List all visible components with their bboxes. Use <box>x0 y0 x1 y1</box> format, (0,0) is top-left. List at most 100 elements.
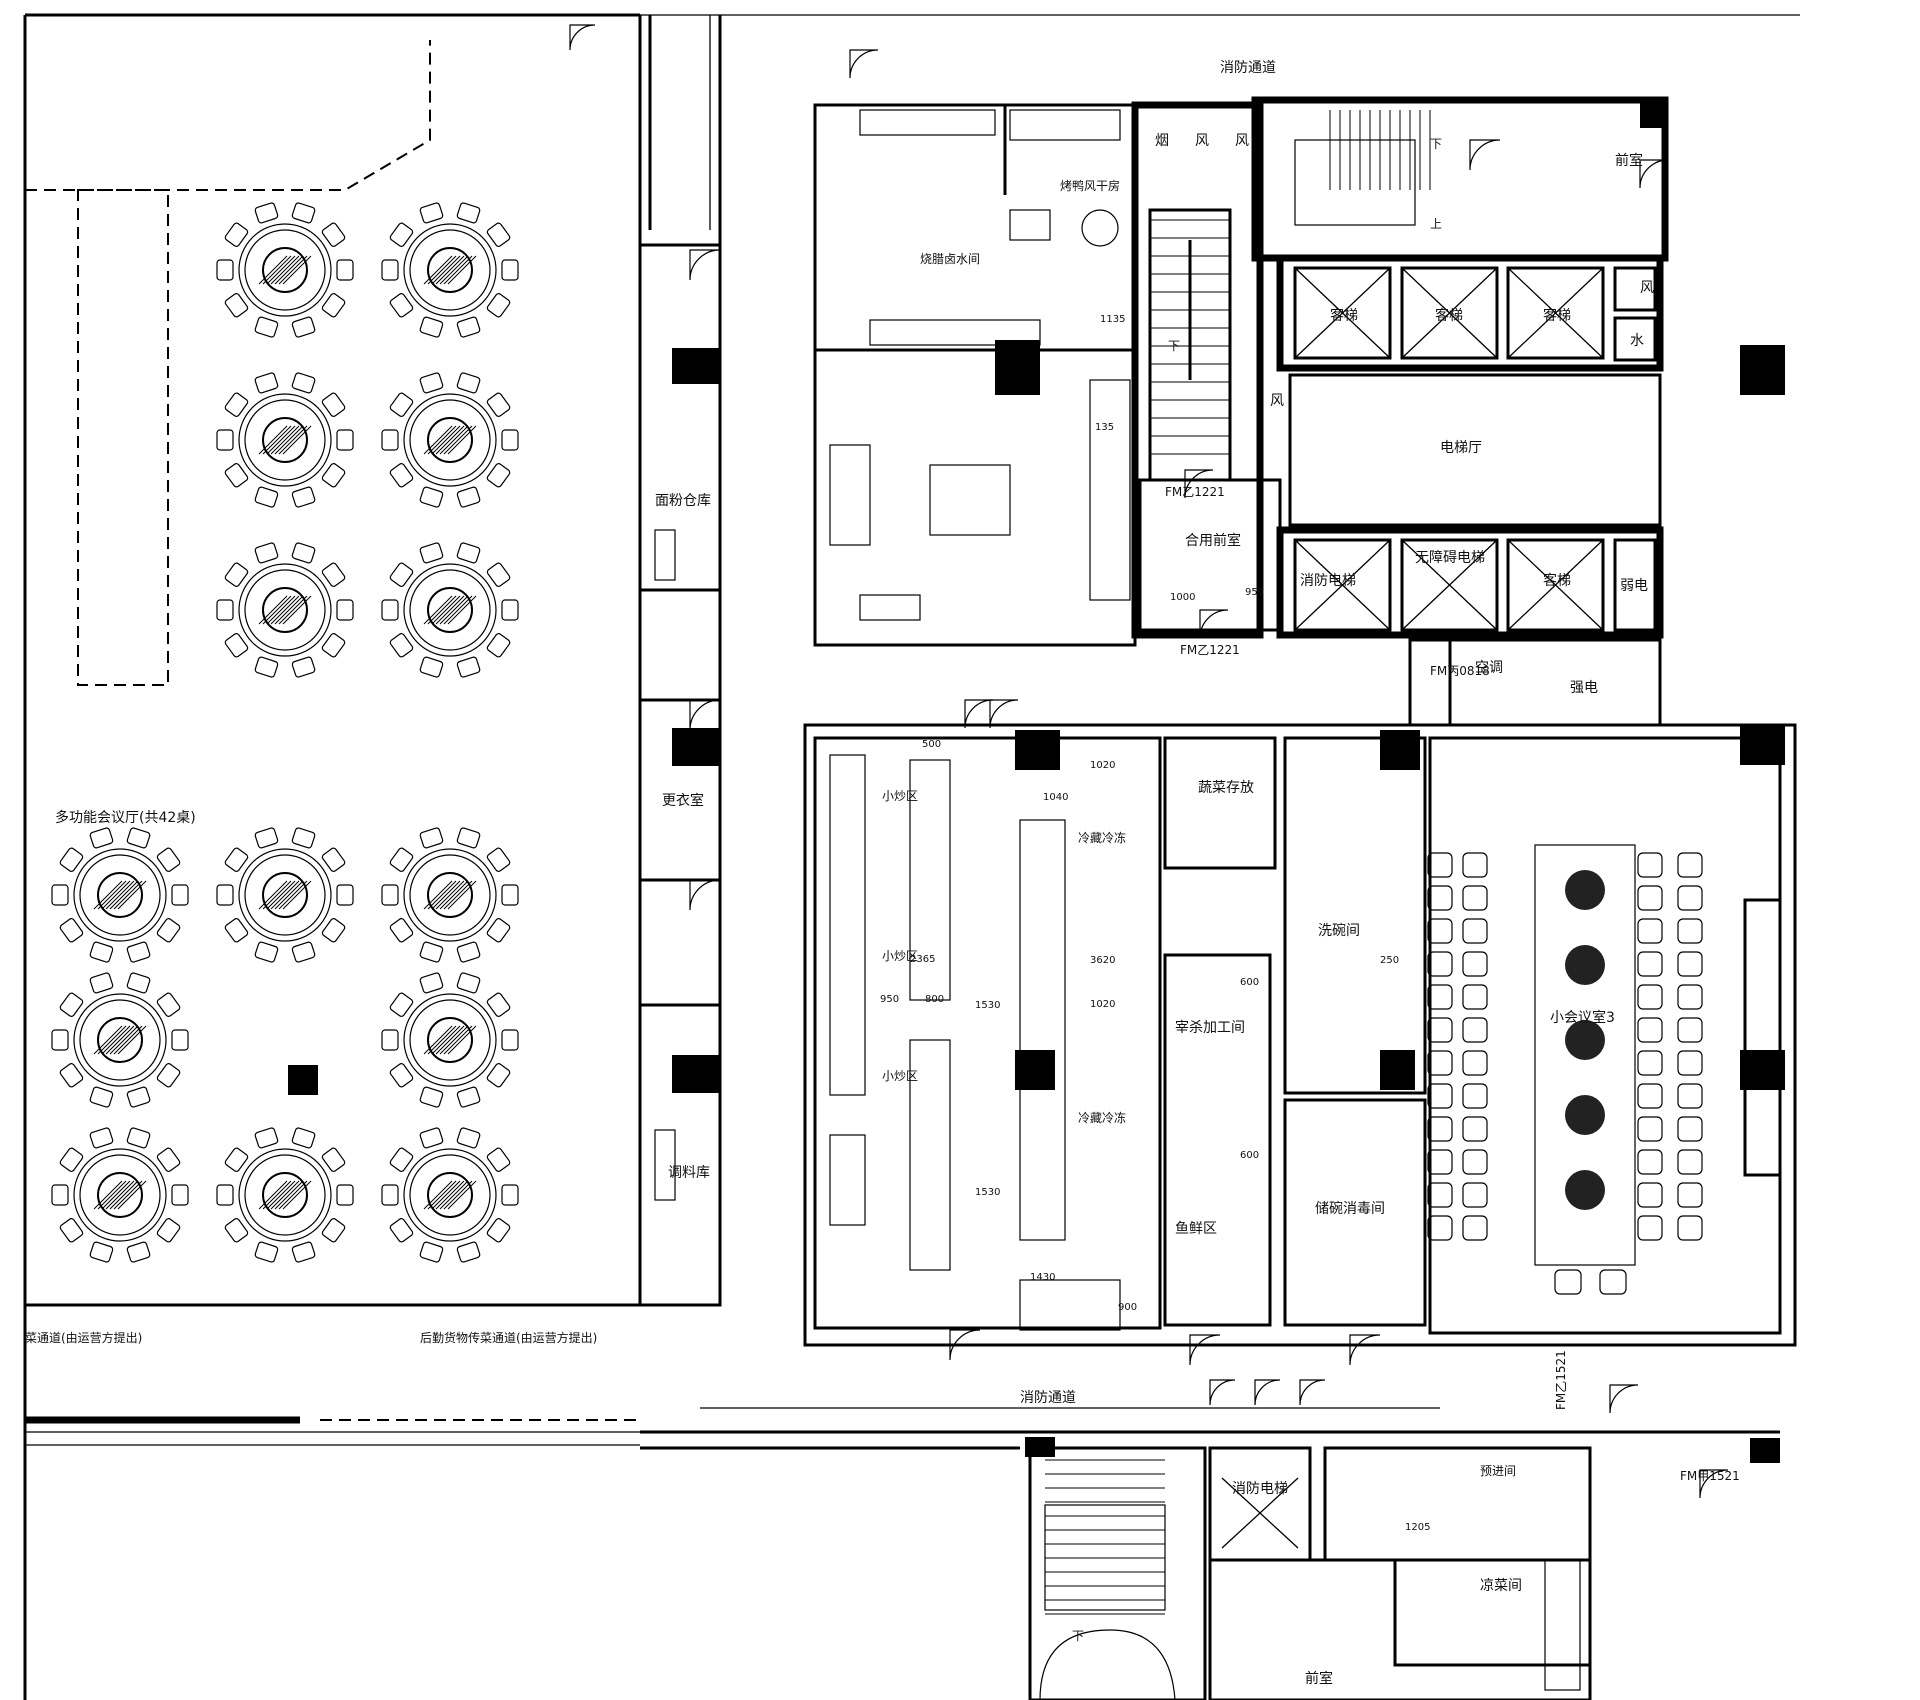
chair <box>1554 1269 1582 1295</box>
chair <box>419 486 444 508</box>
chair <box>89 941 114 963</box>
label-fm-b2: FM乙1221 <box>1180 643 1240 657</box>
chair <box>89 1241 114 1263</box>
chair <box>486 1063 511 1088</box>
chair <box>486 992 511 1017</box>
label-small-meeting: 小会议室3 <box>1550 1009 1615 1026</box>
chair <box>216 1184 234 1206</box>
chair <box>1462 885 1488 911</box>
door-swing <box>689 249 721 281</box>
dimension-label: 600 <box>1240 1150 1259 1161</box>
chair <box>171 1184 189 1206</box>
chair <box>1637 1017 1663 1043</box>
chair <box>389 847 414 872</box>
chair <box>1637 918 1663 944</box>
chair <box>126 827 151 849</box>
label-aircon: 空调 <box>1475 660 1503 676</box>
chair <box>389 992 414 1017</box>
label-fire-elev-bottom: 消防电梯 <box>1232 1481 1288 1497</box>
chair <box>59 1147 84 1172</box>
round-table <box>216 542 354 678</box>
door-swing <box>949 1329 981 1361</box>
chair <box>381 1029 399 1051</box>
chair <box>486 293 511 318</box>
chair <box>1427 951 1453 977</box>
dimension-label: 1040 <box>1043 792 1068 803</box>
chair <box>389 293 414 318</box>
chair <box>381 429 399 451</box>
label-pre-room: 预进间 <box>1480 1464 1516 1478</box>
chair <box>321 392 346 417</box>
label-flour-store: 面粉仓库 <box>655 493 711 509</box>
chair <box>1462 1017 1488 1043</box>
chair <box>336 599 354 621</box>
chair <box>89 1086 114 1108</box>
dimension-label: 1530 <box>975 1000 1000 1011</box>
chair <box>1462 1182 1488 1208</box>
dimension-label: 1430 <box>1030 1272 1055 1283</box>
label-dish-store: 储碗消毒间 <box>1315 1201 1385 1217</box>
dimension-label: 1530 <box>975 1187 1000 1198</box>
chair <box>156 1063 181 1088</box>
label-fm-b1: FM乙1221 <box>1165 485 1225 499</box>
chair <box>389 918 414 943</box>
chair <box>254 656 279 678</box>
chair <box>126 1086 151 1108</box>
bottom-core <box>1025 1437 1780 1700</box>
chair <box>1462 1149 1488 1175</box>
door-swing <box>689 699 721 731</box>
chair <box>456 202 481 224</box>
chair <box>389 1063 414 1088</box>
chair <box>224 1147 249 1172</box>
chair <box>59 1063 84 1088</box>
chair <box>51 1184 69 1206</box>
label-logistics-mid: 后勤货物传菜通道(由运营方提出) <box>420 1330 597 1345</box>
chair <box>456 827 481 849</box>
chair <box>254 1241 279 1263</box>
label-elevator-hall: 电梯厅 <box>1440 440 1482 456</box>
chair <box>1637 1215 1663 1241</box>
meeting-microphone <box>1565 1095 1605 1135</box>
chair <box>456 1127 481 1149</box>
chair <box>291 1127 316 1149</box>
chair <box>1677 885 1703 911</box>
chair <box>389 1147 414 1172</box>
chair <box>1677 852 1703 878</box>
chair <box>291 486 316 508</box>
chair <box>1462 918 1488 944</box>
doors <box>569 24 1729 1499</box>
label-wind-2: 风 <box>1235 133 1249 149</box>
label-slaughter: 宰杀加工间 <box>1175 1020 1245 1036</box>
chair <box>419 202 444 224</box>
chair <box>389 633 414 658</box>
chair <box>389 562 414 587</box>
chair <box>321 562 346 587</box>
round-table <box>51 1127 189 1263</box>
chair <box>1637 951 1663 977</box>
round-table <box>381 542 519 678</box>
round-table <box>51 972 189 1108</box>
chair <box>419 372 444 394</box>
door-swing <box>1639 159 1669 189</box>
label-front-room-top: 前室 <box>1615 152 1643 169</box>
top-kitchen <box>813 103 1137 647</box>
chair <box>224 222 249 247</box>
chair <box>224 392 249 417</box>
chair <box>291 542 316 564</box>
meeting-microphone <box>1565 870 1605 910</box>
chair <box>321 633 346 658</box>
chair <box>336 884 354 906</box>
chair <box>1427 1116 1453 1142</box>
dimension-label: 500 <box>922 739 941 750</box>
chair <box>254 827 279 849</box>
chair <box>1677 984 1703 1010</box>
chair <box>419 1127 444 1149</box>
chair <box>419 542 444 564</box>
service-strip <box>288 243 722 1307</box>
chair <box>1637 1050 1663 1076</box>
chair <box>1427 1215 1453 1241</box>
chair <box>1427 1182 1453 1208</box>
chair <box>59 1218 84 1243</box>
label-fire-elev: 消防电梯 <box>1300 573 1356 589</box>
